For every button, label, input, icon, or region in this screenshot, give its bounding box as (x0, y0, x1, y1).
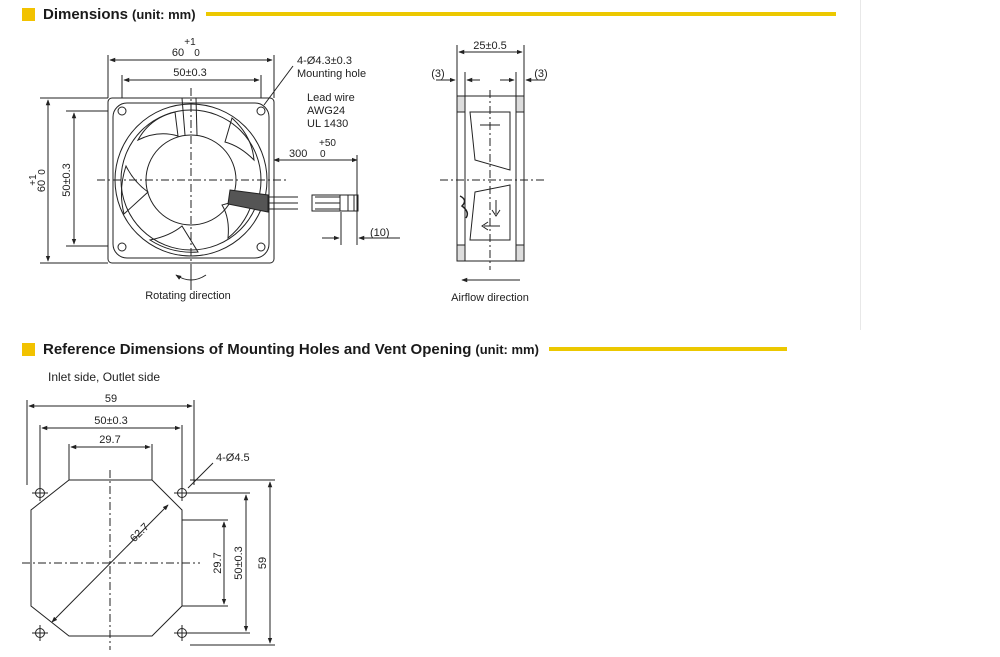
lead-wire-label: Lead wire (307, 92, 355, 104)
dim-overall-height: 59 (257, 557, 269, 569)
dim-overall-width: 59 (105, 393, 117, 405)
lead-wire-ul: UL 1430 (307, 118, 348, 130)
fan-side-view (436, 45, 545, 283)
dim-pitch-height: 50±0.3 (233, 546, 245, 580)
section-title: Dimensions (43, 5, 129, 23)
dim-flat-width: 29.7 (99, 434, 120, 446)
dim-vert-pitch: 50±0.3 (61, 163, 73, 197)
section-marker-icon (22, 7, 35, 21)
lead-len-tol-low: 0 (320, 149, 326, 160)
lead-len-tol: +50 (319, 138, 336, 149)
front-view-labels: +1 60 0 50±0.3 +1 60 0 50±0.3 4-Ø4.3±0.3… (28, 37, 390, 302)
reference-hole-diagram (22, 400, 275, 650)
section-title: Reference Dimensions of Mounting Holes a… (43, 340, 472, 358)
lead-wire-awg: AWG24 (307, 105, 345, 117)
fan-front-view (40, 55, 400, 290)
section-header-reference: Reference Dimensions of Mounting Holes a… (22, 338, 787, 360)
hole-spec: 4-Ø4.5 (216, 452, 250, 464)
dim-hole-pitch: 50±0.3 (173, 67, 207, 79)
dim-depth: 25±0.5 (473, 40, 507, 52)
rotating-direction-label: Rotating direction (145, 290, 231, 302)
section-unit: (unit: mm) (475, 341, 539, 357)
section-marker-icon (22, 342, 35, 356)
dim-overall-tol: +1 (184, 37, 196, 48)
mounting-hole-label: Mounting hole (297, 68, 366, 80)
ref-subtitle: Inlet side, Outlet side (48, 370, 161, 384)
lead-len: 300 (289, 148, 307, 160)
dim-vert-value: 60 (36, 180, 48, 192)
section-rule (548, 347, 787, 351)
section-unit: (unit: mm) (132, 6, 196, 22)
section-header-dimensions: Dimensions (unit: mm) (22, 3, 836, 25)
side-view-labels: 25±0.5 (3) (3) Airflow direction (431, 40, 547, 304)
airflow-direction-label: Airflow direction (451, 292, 529, 304)
strip-len: (10) (370, 227, 390, 239)
dim-flat-height: 29.7 (212, 552, 224, 573)
mounting-hole-spec: 4-Ø4.3±0.3 (297, 55, 352, 67)
divider (860, 0, 861, 330)
dim-flange-right: (3) (534, 68, 547, 80)
dim-pitch-width: 50±0.3 (94, 415, 128, 427)
dim-vert-tol: +1 (28, 174, 39, 186)
dim-overall-value: 60 (172, 47, 184, 59)
dim-flange-left: (3) (431, 68, 444, 80)
dim-vert-tol-low: 0 (37, 169, 48, 175)
section-rule (205, 12, 836, 16)
dim-overall-tol-low: 0 (194, 48, 200, 59)
